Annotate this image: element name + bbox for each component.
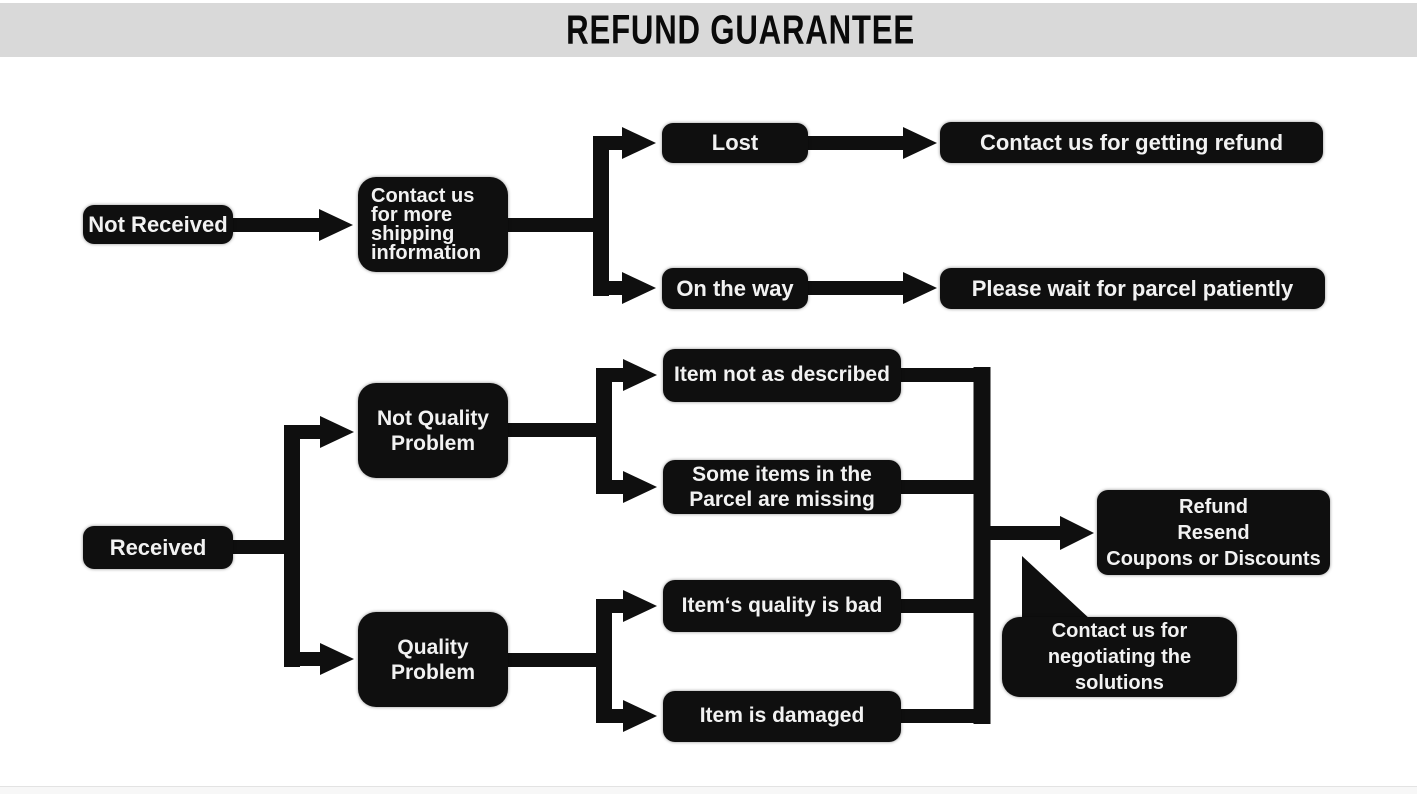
arrowhead-refundresend [1060,516,1094,550]
arrowhead-quality [320,643,354,675]
title-banner: REFUND GUARANTEE [0,3,1417,57]
page-title: REFUND GUARANTEE [566,7,915,52]
node-refund-resend-coupons: Refund Resend Coupons or Discounts [1097,490,1330,575]
node-item-quality-bad: Item‘s quality is bad [663,580,901,632]
arrowhead-refund [903,127,937,159]
arrowhead-ontheway [622,272,656,304]
node-item-damaged: Item is damaged [663,691,901,742]
node-on-the-way: On the way [662,268,808,309]
node-not-received: Not Received [83,205,233,244]
arrowhead-lost [622,127,656,159]
node-not-quality-problem: Not Quality Problem [358,383,508,478]
arrowhead-damaged [623,700,657,732]
speech-bubble-tail [1022,556,1091,620]
arrowhead-missing [623,471,657,503]
connector-lines [232,136,1066,724]
node-contact-shipping-info: Contact us for more shipping information [358,177,508,272]
arrowhead-contact [319,209,353,241]
bottom-divider [0,786,1417,794]
node-items-missing: Some items in the Parcel are missing [663,460,901,514]
node-quality-problem: Quality Problem [358,612,508,707]
node-received: Received [83,526,233,569]
arrowhead-qualitybad [623,590,657,622]
node-negotiate-solutions: Contact us for negotiating the solutions [1002,617,1237,697]
node-contact-for-refund: Contact us for getting refund [940,122,1323,163]
arrowhead-notdescribed [623,359,657,391]
node-item-not-as-described: Item not as described [663,349,901,402]
node-lost: Lost [662,123,808,163]
arrowhead-notquality [320,416,354,448]
arrowhead-wait [903,272,937,304]
arrowheads [319,127,1094,732]
node-wait-for-parcel: Please wait for parcel patiently [940,268,1325,309]
